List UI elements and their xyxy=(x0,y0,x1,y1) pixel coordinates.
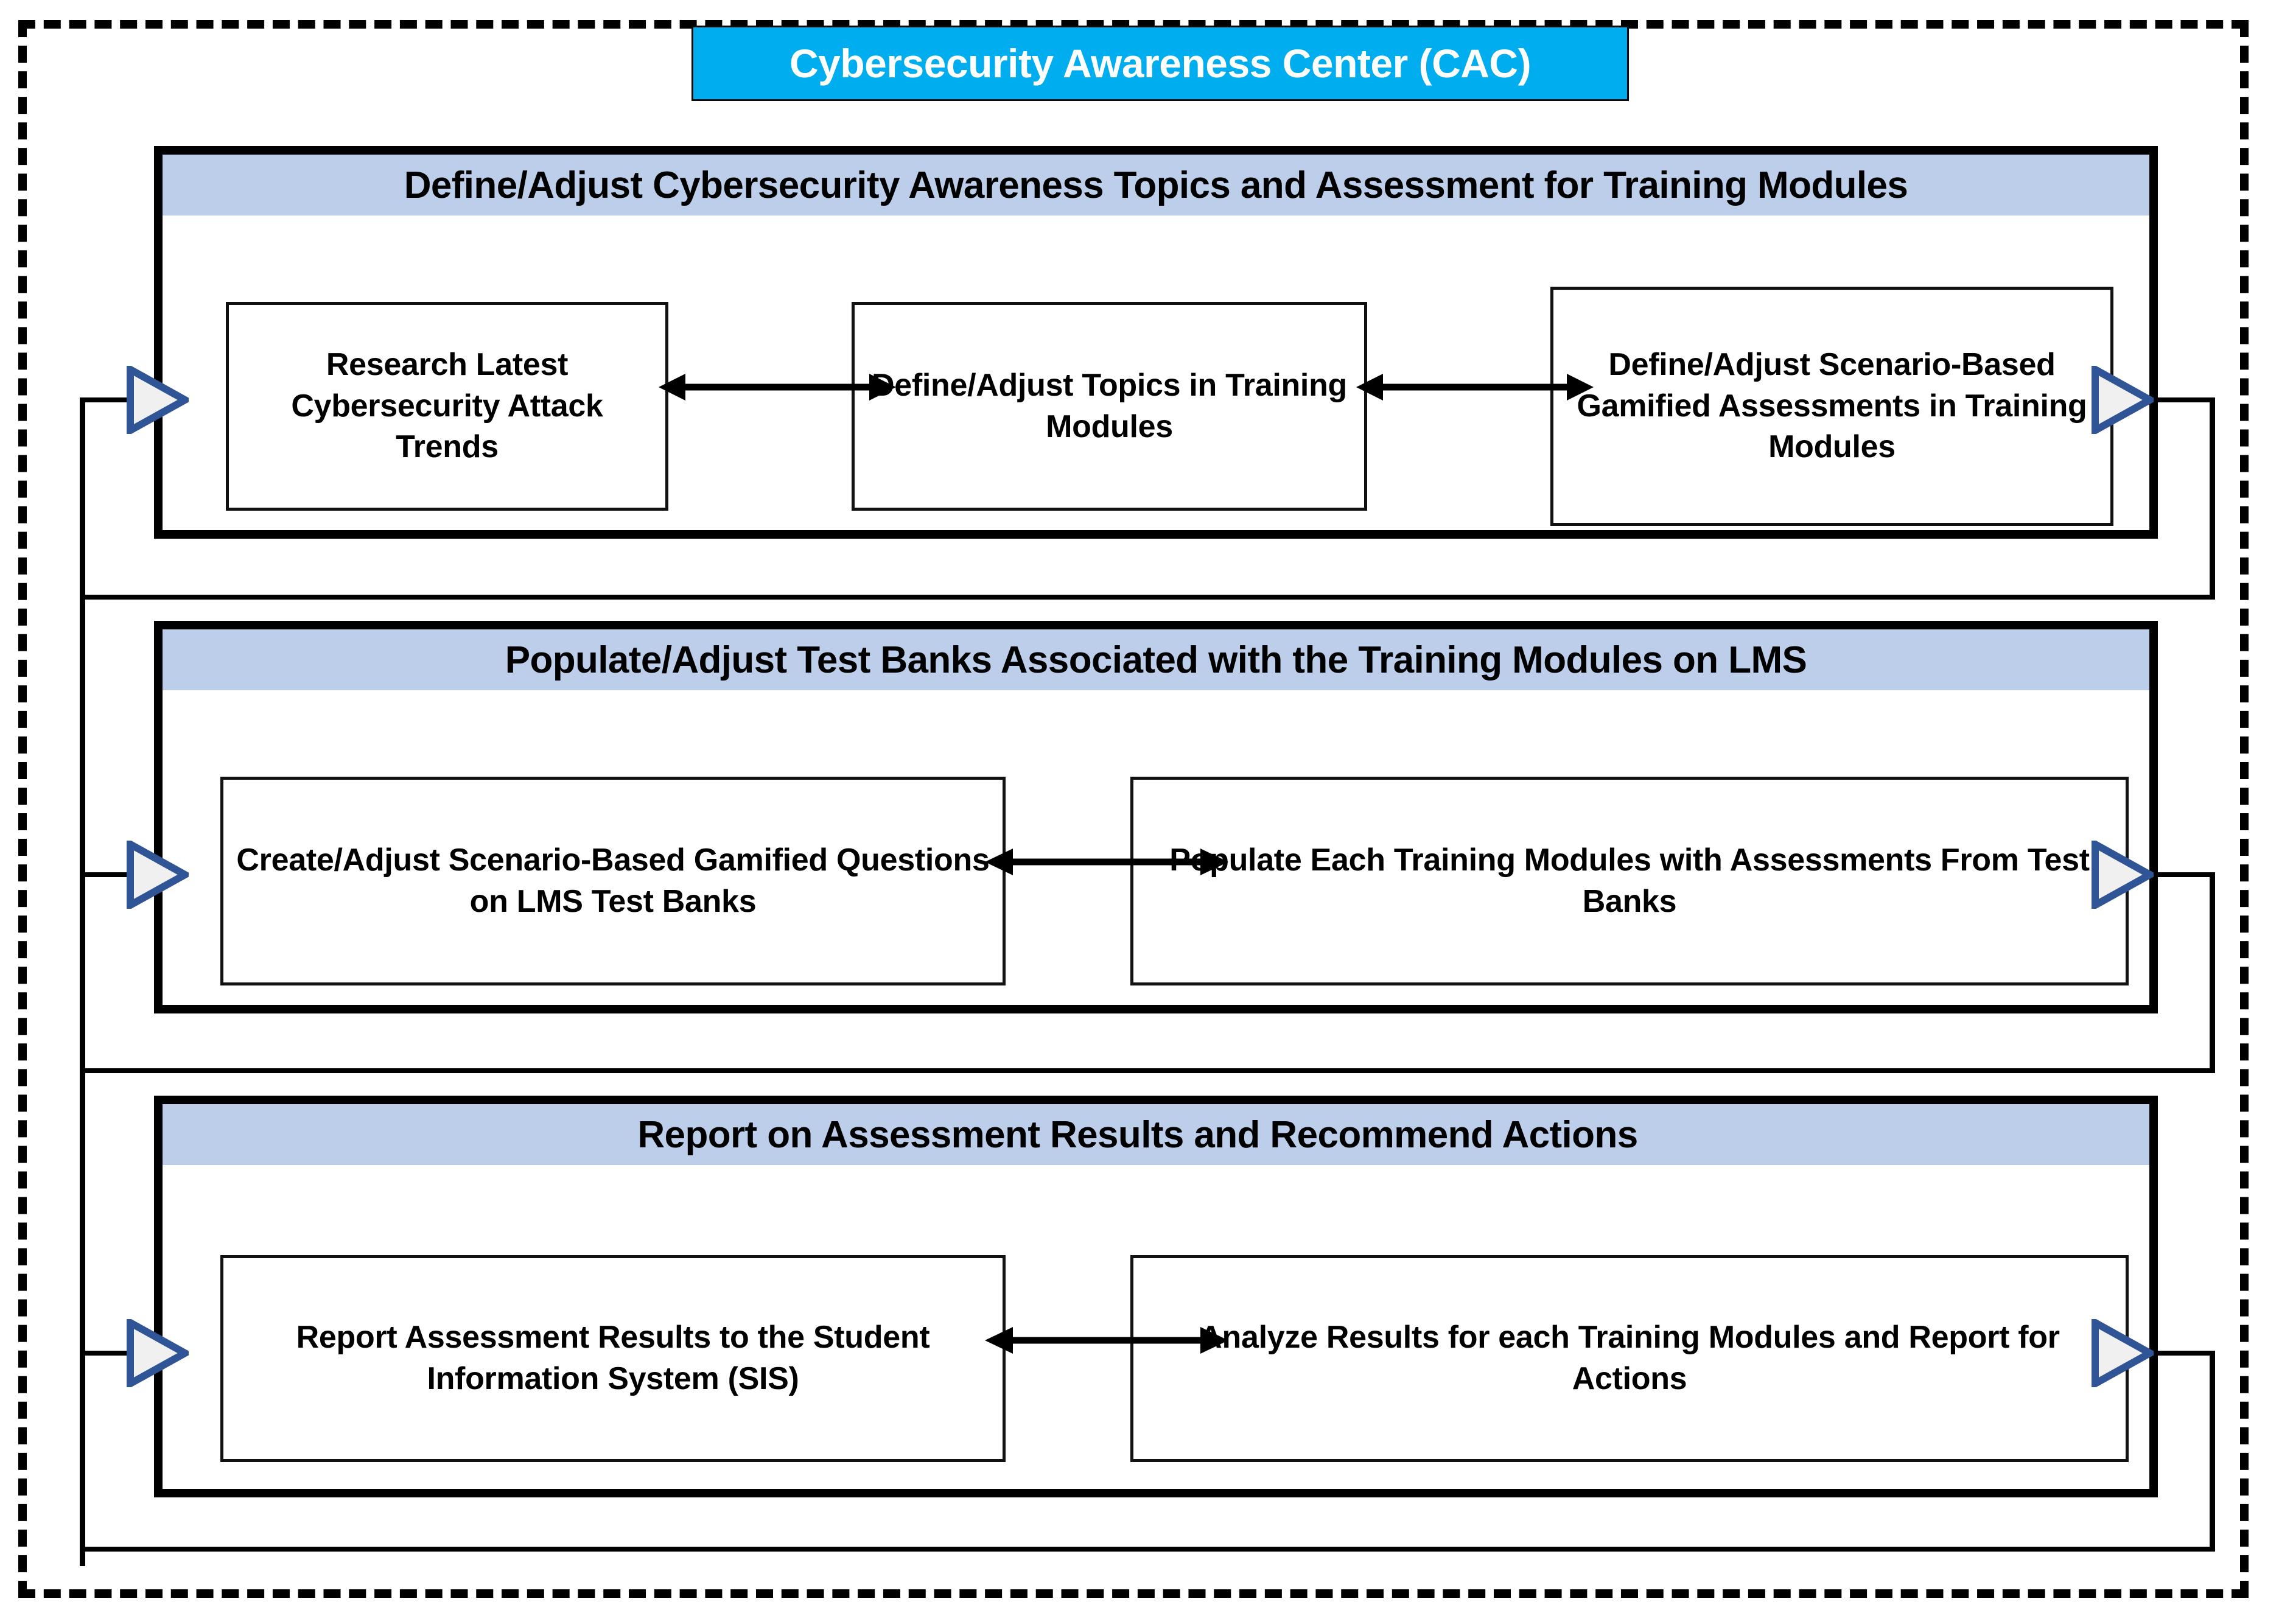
connector-right-out-3 xyxy=(2143,1351,2214,1356)
group-body-1: Research Latest Cybersecurity Attack Tre… xyxy=(163,215,2149,530)
process-box-define-topics[interactable]: Define/Adjust Topics in Training Modules xyxy=(852,302,1367,511)
connector-return-2 xyxy=(80,1068,2215,1073)
process-box-label: Define/Adjust Scenario-Based Gamified As… xyxy=(1577,347,2087,465)
triangle-marker-icon-left-2 xyxy=(127,841,189,909)
group-body-3: Report Assessment Results to the Student… xyxy=(163,1165,2149,1489)
triangle-marker-icon-left-1 xyxy=(127,366,189,434)
process-box-label: Analyze Results for each Training Module… xyxy=(1199,1320,2060,1396)
outer-dashed-boundary xyxy=(18,20,2249,1598)
triangle-marker-icon-left-3 xyxy=(127,1319,189,1387)
process-box-label: Create/Adjust Scenario-Based Gamified Qu… xyxy=(236,842,990,919)
connector-left-stub-1 xyxy=(80,397,135,402)
connector-right-down-2 xyxy=(2210,872,2215,1073)
process-box-research-attack-trends[interactable]: Research Latest Cybersecurity Attack Tre… xyxy=(226,302,668,511)
process-box-create-gamified-questions[interactable]: Create/Adjust Scenario-Based Gamified Qu… xyxy=(220,777,1006,985)
group-panel-define-adjust-topics: Define/Adjust Cybersecurity Awareness To… xyxy=(154,146,2158,539)
group-header-bar-1: Define/Adjust Cybersecurity Awareness To… xyxy=(163,155,2149,215)
double-arrow-icon-r1-a xyxy=(659,374,896,401)
connector-right-out-2 xyxy=(2143,872,2214,877)
connector-right-out-1 xyxy=(2143,397,2214,402)
connector-return-3 xyxy=(80,1547,2215,1552)
connector-right-down-3 xyxy=(2210,1351,2215,1552)
process-box-label: Populate Each Training Modules with Asse… xyxy=(1169,842,2090,919)
group-header-bar-2: Populate/Adjust Test Banks Associated wi… xyxy=(163,629,2149,690)
connector-right-down-1 xyxy=(2210,397,2215,600)
group-header-label-2: Populate/Adjust Test Banks Associated wi… xyxy=(505,639,1807,681)
connector-return-1 xyxy=(80,595,2215,600)
process-box-populate-modules-assessments[interactable]: Populate Each Training Modules with Asse… xyxy=(1130,777,2129,985)
process-box-label: Research Latest Cybersecurity Attack Tre… xyxy=(291,347,603,465)
process-box-report-results-sis[interactable]: Report Assessment Results to the Student… xyxy=(220,1255,1006,1462)
process-box-define-gamified-assessments[interactable]: Define/Adjust Scenario-Based Gamified As… xyxy=(1550,287,2113,526)
process-box-label: Report Assessment Results to the Student… xyxy=(296,1320,930,1396)
double-arrow-icon-r3 xyxy=(985,1327,1228,1354)
group-body-2: Create/Adjust Scenario-Based Gamified Qu… xyxy=(163,690,2149,1005)
group-panel-populate-test-banks: Populate/Adjust Test Banks Associated wi… xyxy=(154,621,2158,1013)
page-title: Cybersecurity Awareness Center (CAC) xyxy=(789,41,1532,86)
process-box-label: Define/Adjust Topics in Training Modules xyxy=(871,367,1348,444)
process-box-analyze-results[interactable]: Analyze Results for each Training Module… xyxy=(1130,1255,2129,1462)
triangle-marker-icon-right-3 xyxy=(2092,1319,2154,1387)
group-header-label-1: Define/Adjust Cybersecurity Awareness To… xyxy=(404,164,1908,206)
double-arrow-icon-r2 xyxy=(985,849,1228,875)
connector-left-spine xyxy=(80,397,85,1566)
group-header-bar-3: Report on Assessment Results and Recomme… xyxy=(163,1104,2149,1165)
group-header-label-3: Report on Assessment Results and Recomme… xyxy=(637,1113,1638,1156)
triangle-marker-icon-right-2 xyxy=(2092,841,2154,909)
connector-left-stub-3 xyxy=(80,1351,135,1356)
connector-left-stub-2 xyxy=(80,872,135,877)
group-panel-report-results: Report on Assessment Results and Recomme… xyxy=(154,1096,2158,1497)
diagram-title-banner: Cybersecurity Awareness Center (CAC) xyxy=(691,26,1629,101)
triangle-marker-icon-right-1 xyxy=(2092,366,2154,434)
double-arrow-icon-r1-b xyxy=(1356,374,1594,401)
